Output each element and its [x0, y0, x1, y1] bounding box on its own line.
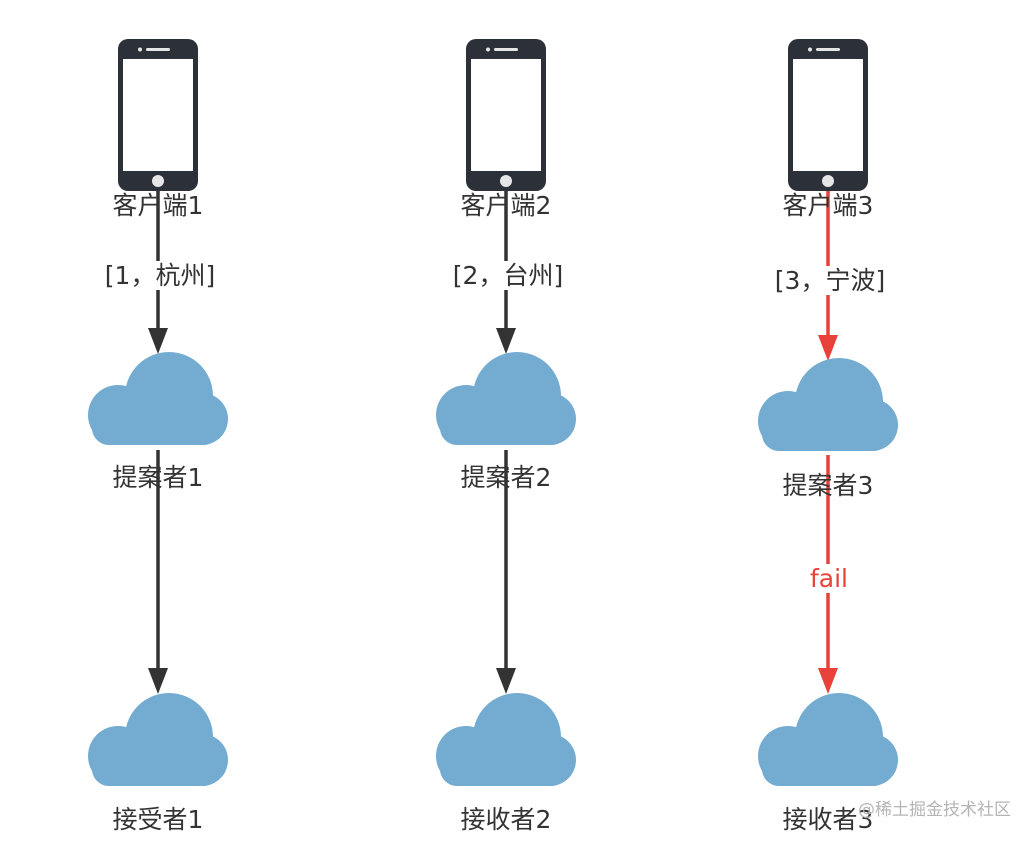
- arrowhead-proposer3: [818, 335, 838, 361]
- client-label-1: 客户端1: [112, 191, 204, 220]
- acceptor-label-2: 接收者2: [460, 805, 552, 834]
- arrowhead-acceptor3: [818, 668, 838, 694]
- arrowhead-acceptor2: [496, 668, 516, 694]
- proposer-label-2: 提案者2: [460, 463, 552, 492]
- acceptor-label-3: 接收者3: [782, 805, 874, 834]
- cloud-icon: [758, 358, 898, 451]
- request-label-2: [2，台州]: [450, 261, 566, 290]
- cloud-icon: [88, 352, 228, 445]
- cloud-icon: [436, 352, 576, 445]
- cloud-icon: [436, 693, 576, 786]
- watermark: @稀土掘金技术社区: [858, 800, 1011, 820]
- client-label-3: 客户端3: [782, 191, 874, 220]
- request-label-1: [1，杭州]: [102, 261, 218, 290]
- arrowhead-proposer1: [148, 328, 168, 354]
- acceptor-label-1: 接受者1: [112, 805, 204, 834]
- phone-icon: [788, 39, 868, 191]
- client-label-2: 客户端2: [460, 191, 552, 220]
- proposer-label-1: 提案者1: [112, 463, 204, 492]
- phone-icon: [118, 39, 198, 191]
- phone-icon: [466, 39, 546, 191]
- proposer-label-3: 提案者3: [782, 471, 874, 500]
- cloud-icon: [88, 693, 228, 786]
- fail-label: fail: [807, 564, 851, 593]
- request-label-3: [3，宁波]: [772, 266, 888, 295]
- cloud-icon: [758, 693, 898, 786]
- arrowhead-acceptor1: [148, 668, 168, 694]
- arrowhead-proposer2: [496, 328, 516, 354]
